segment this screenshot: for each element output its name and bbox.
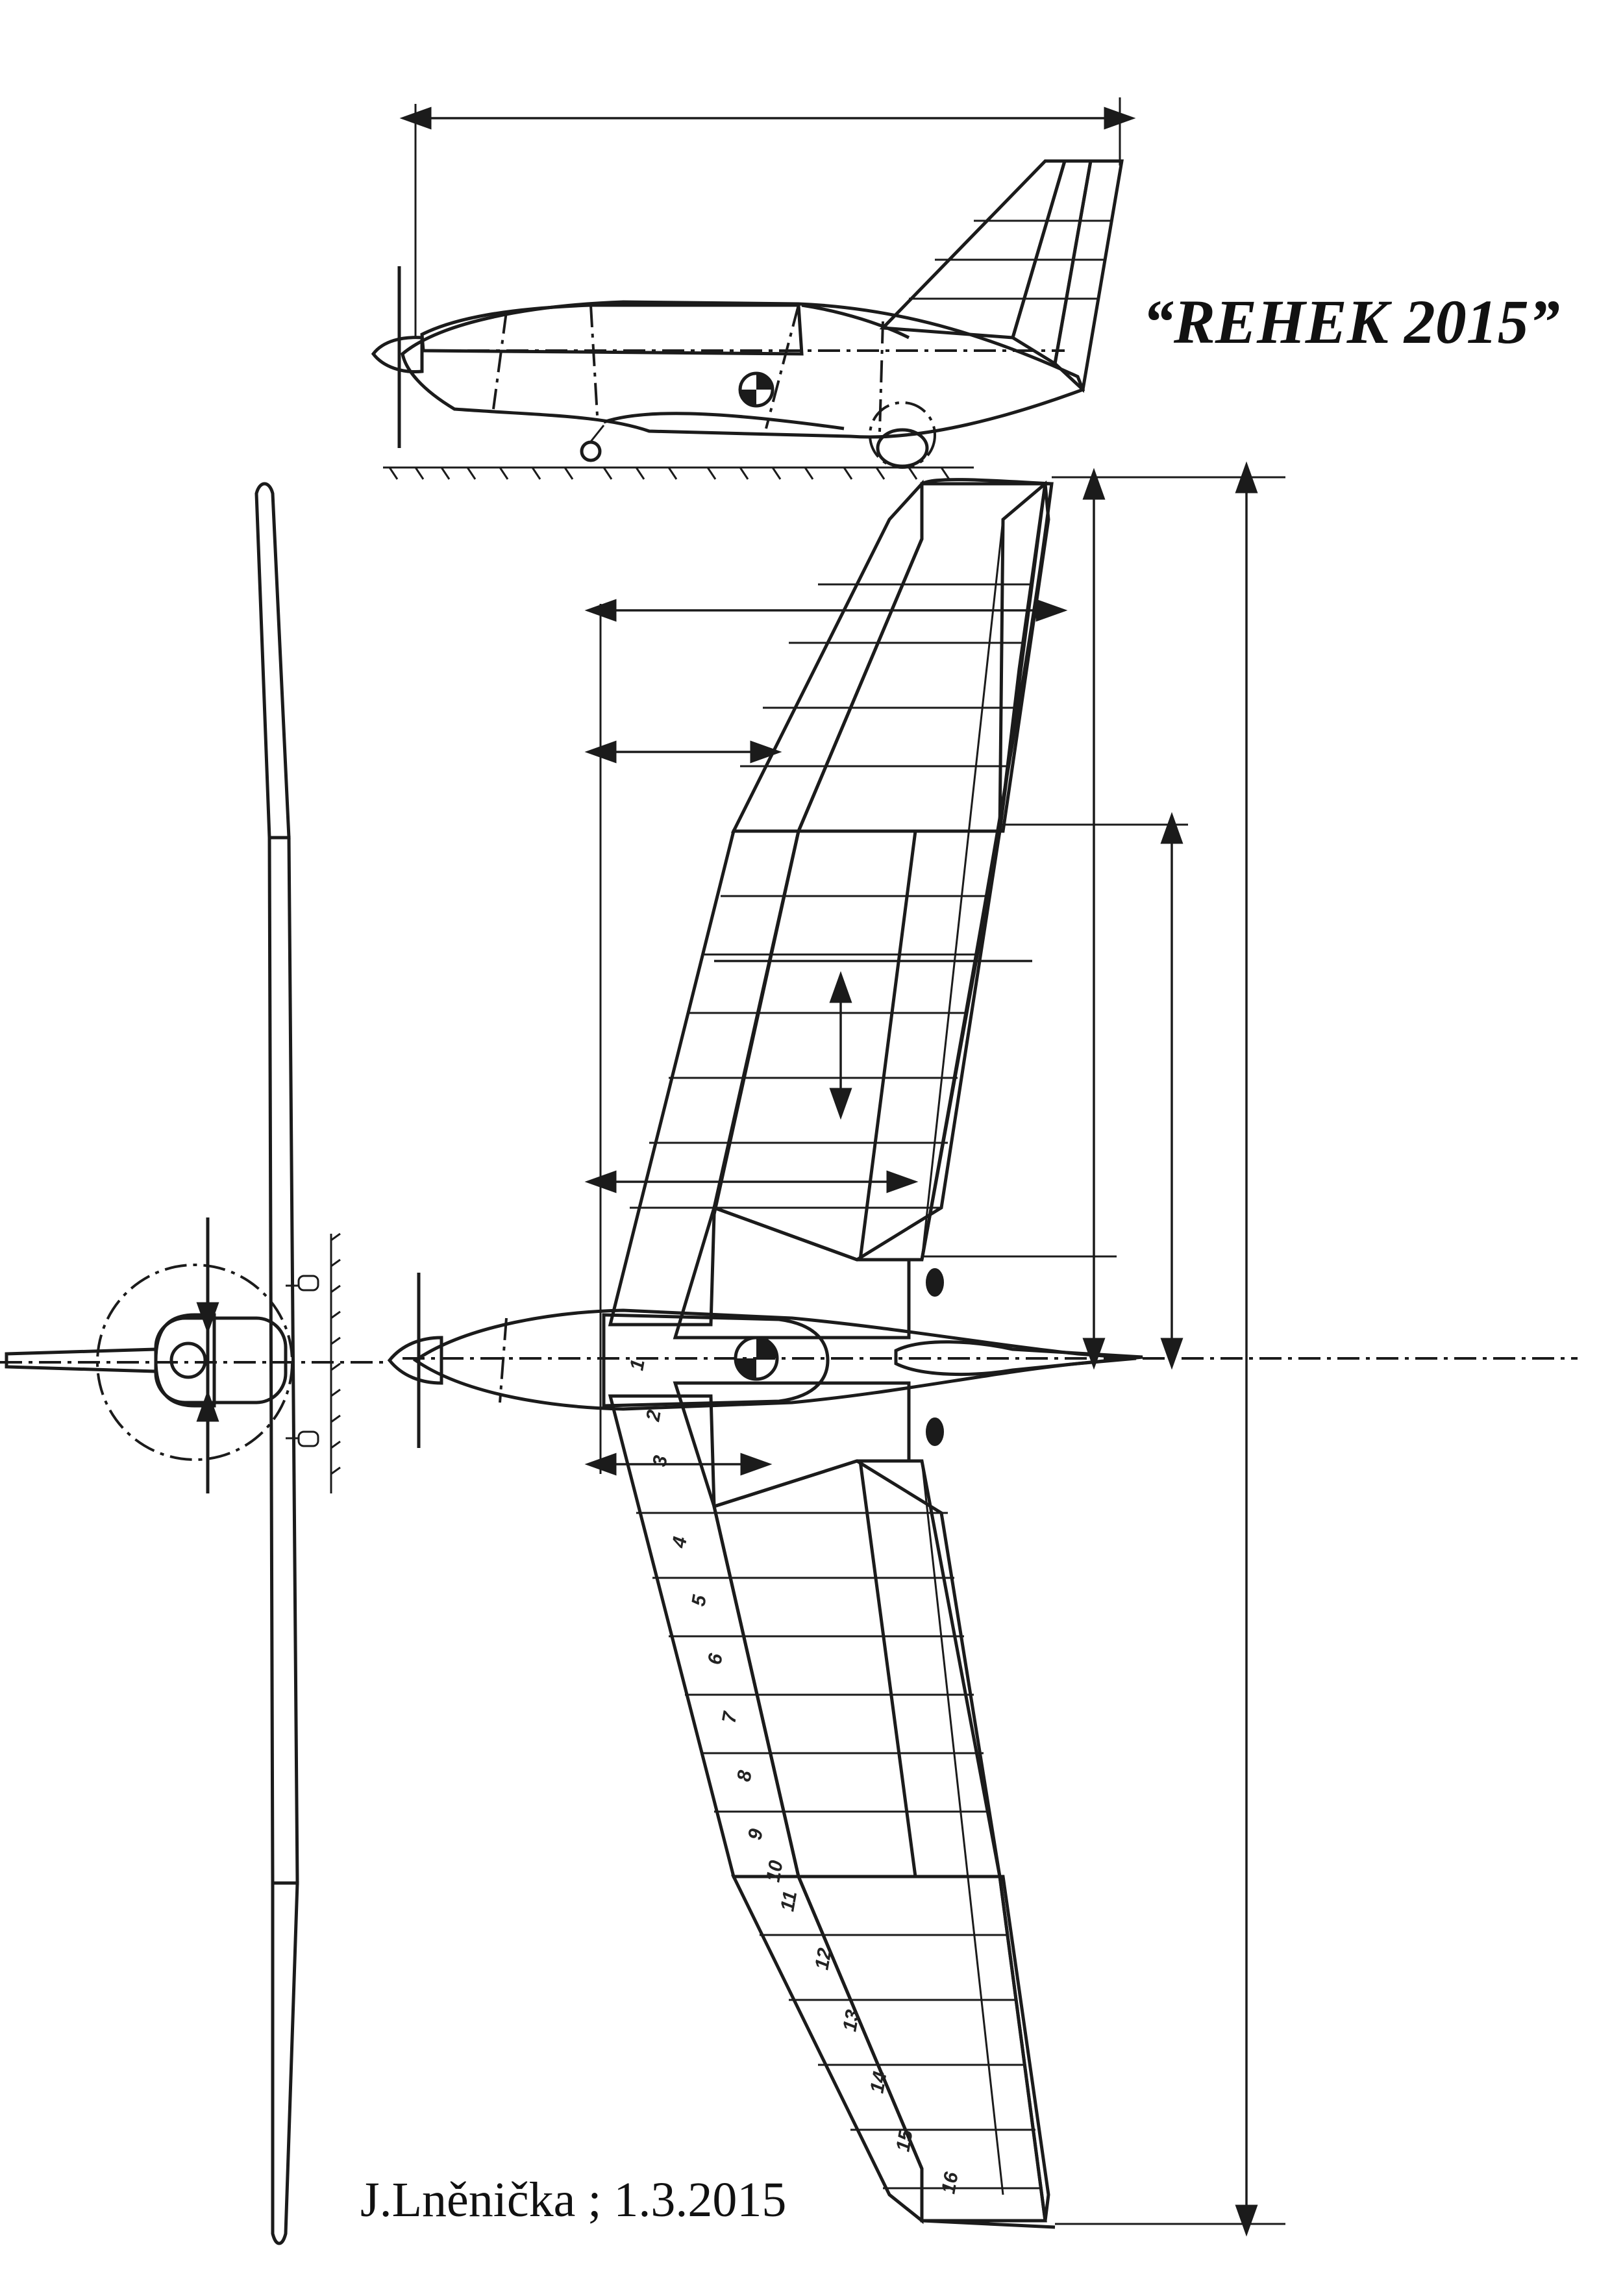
rib-number: 1 bbox=[626, 1358, 649, 1372]
front-view bbox=[0, 482, 390, 2245]
rib-number: 10 bbox=[762, 1858, 787, 1884]
lower-ribs bbox=[636, 1512, 1042, 2190]
rib-number: 14 bbox=[866, 2069, 891, 2095]
drawing-title: “REHEK 2015” bbox=[1143, 287, 1560, 356]
lower-wing-tip-panel bbox=[796, 1875, 1047, 2223]
upper-ribs bbox=[630, 583, 1032, 1209]
rib-number: 5 bbox=[688, 1593, 711, 1608]
side-canopy bbox=[420, 303, 804, 356]
dimension-lines bbox=[584, 461, 1285, 2237]
front-canopy bbox=[154, 1313, 216, 1408]
fin-white bbox=[1011, 159, 1093, 367]
rib-number: 11 bbox=[776, 1890, 801, 1913]
rib-number: 16 bbox=[937, 2170, 962, 2195]
rib-number: 6 bbox=[704, 1652, 726, 1666]
front-stab bbox=[5, 1347, 158, 1373]
top-canopy bbox=[602, 1313, 830, 1408]
author-signature-line: J.Lněnička ; 1.3.2015 bbox=[360, 2173, 787, 2227]
rib-number: 8 bbox=[733, 1769, 756, 1783]
top-view: 1 2 3 4 5 6 7 8 9 10 11 12 13 14 15 16 bbox=[387, 461, 1578, 2237]
upper-wing-center-le bbox=[608, 829, 801, 1327]
lower-wing-center-panel bbox=[712, 1459, 1002, 1878]
side-spinner bbox=[371, 336, 424, 374]
rib-number: 2 bbox=[642, 1408, 665, 1423]
rib-number: 15 bbox=[892, 2127, 917, 2153]
front-wing-top-tip bbox=[254, 482, 291, 840]
rib-number: 7 bbox=[718, 1710, 741, 1725]
lower-wing-tip-le bbox=[730, 1875, 924, 2225]
front-wing-bottom-tip bbox=[271, 1881, 299, 2245]
rib-number: 3 bbox=[649, 1454, 671, 1468]
rib-number: 12 bbox=[811, 1946, 836, 1971]
front-wing-center bbox=[267, 836, 299, 1885]
rib-number: 9 bbox=[744, 1827, 767, 1841]
lower-wing-center-te bbox=[858, 1459, 1002, 1878]
top-stab bbox=[894, 1340, 1143, 1377]
rib-numbers: 1 2 3 4 5 6 7 8 9 10 11 12 13 14 15 16 bbox=[626, 1358, 962, 2195]
lower-wing-te-strip bbox=[998, 1875, 1050, 2221]
rib-number: 4 bbox=[668, 1535, 691, 1550]
side-view bbox=[371, 97, 1136, 480]
top-spinner bbox=[387, 1336, 443, 1385]
rib-number: 13 bbox=[839, 2008, 863, 2033]
upper-wing-te-strip bbox=[998, 480, 1050, 833]
front-fuselage bbox=[154, 1316, 288, 1404]
upper-wing-tip-le bbox=[730, 479, 924, 833]
rudder-yellow bbox=[1053, 159, 1124, 393]
